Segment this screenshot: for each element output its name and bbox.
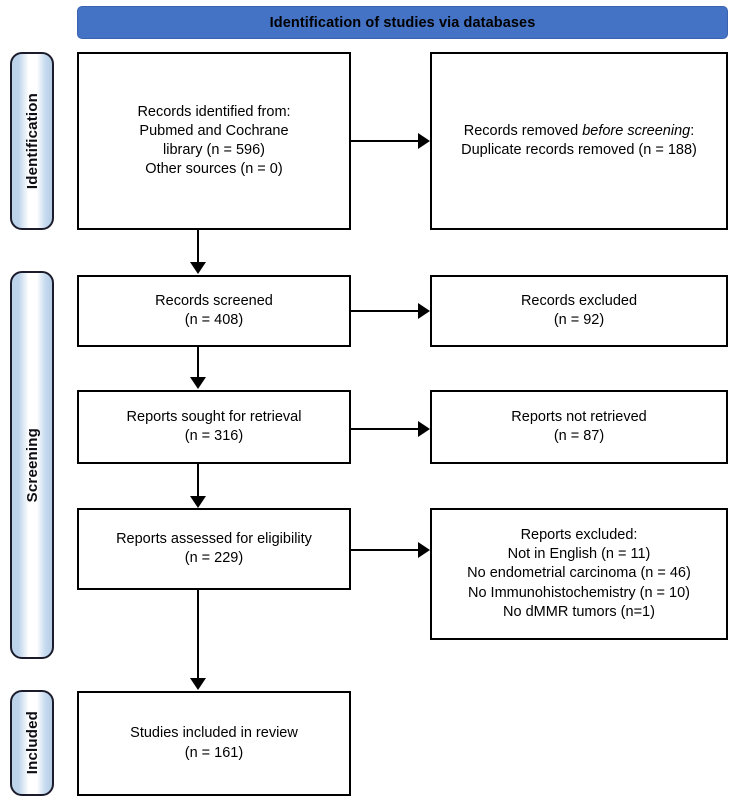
box-reports-excluded: Reports excluded: Not in English (n = 11… [430, 508, 728, 640]
page-title: Identification of studies via databases [77, 6, 728, 39]
box-records-identified: Records identified from: Pubmed and Coch… [77, 52, 351, 230]
reports-excluded-line-4: No Immunohistochemistry (n = 10) [467, 584, 690, 601]
records-screened-line-1: Records screened [155, 292, 273, 309]
connector-assessed-to-excluded-arrow [418, 542, 430, 558]
stage-label-identification-text: Identification [23, 92, 41, 190]
reports-sought-line-1: Reports sought for retrieval [126, 408, 302, 425]
connector-assessed-to-excluded-line [351, 549, 420, 551]
reports-excluded-line-5: No dMMR tumors (n=1) [503, 603, 655, 620]
connector-identified-to-screened-arrow [190, 262, 206, 274]
connector-sought-to-assessed-line [197, 464, 199, 498]
connector-assessed-to-included-arrow [190, 678, 206, 690]
stage-label-identification: Identification [10, 52, 54, 230]
connector-screened-to-excluded-line [351, 310, 420, 312]
box-studies-included-in-review: Studies included in review (n = 161) [77, 691, 351, 796]
connector-sought-to-not-retrieved-line [351, 428, 420, 430]
records-identified-line-4: Other sources (n = 0) [145, 161, 283, 178]
box-records-screened: Records screened (n = 408) [77, 275, 351, 347]
connector-screened-to-excluded-arrow [418, 303, 430, 319]
reports-excluded-line-2: Not in English (n = 11) [507, 546, 651, 563]
connector-assessed-to-included-line [197, 590, 199, 679]
records-identified-line-3: library (n = 596) [163, 142, 265, 158]
records-excluded-line-2: (n = 92) [553, 312, 605, 328]
reports-assessed-line-2: (n = 229) [184, 550, 244, 566]
reports-excluded-line-3: No endometrial carcinoma (n = 46) [467, 565, 691, 582]
records-removed-prefix: Records removed [463, 122, 583, 139]
reports-sought-line-2: (n = 316) [184, 428, 244, 444]
connector-sought-to-not-retrieved-arrow [418, 421, 430, 437]
reports-not-retrieved-line-2: (n = 87) [553, 428, 605, 444]
box-records-excluded: Records excluded (n = 92) [430, 275, 728, 347]
records-removed-line-1: Records removed before screening: [438, 122, 720, 141]
records-identified-line-2: Pubmed and Cochrane [139, 122, 289, 139]
connector-identified-to-removed-arrow [418, 133, 430, 149]
stage-label-screening: Screening [10, 271, 54, 659]
records-removed-colon: : [690, 122, 695, 139]
stage-label-screening-text: Screening [23, 427, 41, 503]
connector-sought-to-assessed-arrow [190, 496, 206, 508]
stage-label-included: Included [10, 690, 54, 796]
records-screened-line-2: (n = 408) [184, 312, 244, 328]
box-reports-not-retrieved: Reports not retrieved (n = 87) [430, 390, 728, 464]
box-reports-sought-for-retrieval: Reports sought for retrieval (n = 316) [77, 390, 351, 464]
records-removed-line-2: Duplicate records removed (n = 188) [461, 142, 697, 158]
studies-included-line-1: Studies included in review [130, 725, 298, 742]
stage-label-included-text: Included [23, 711, 41, 775]
reports-excluded-line-1: Reports excluded: [520, 527, 638, 544]
records-excluded-line-1: Records excluded [520, 292, 638, 309]
connector-screened-to-sought-line [197, 347, 199, 378]
records-identified-line-1: Records identified from: [137, 103, 291, 120]
box-reports-assessed-for-eligibility: Reports assessed for eligibility (n = 22… [77, 508, 351, 590]
connector-identified-to-removed-line [351, 140, 420, 142]
box-records-removed-before-screening: Records removed before screening: Duplic… [430, 52, 728, 230]
reports-assessed-line-1: Reports assessed for eligibility [116, 530, 312, 547]
studies-included-line-2: (n = 161) [184, 744, 244, 761]
connector-identified-to-screened-line [197, 230, 199, 264]
records-removed-emphasis: before screening [582, 122, 691, 139]
connector-screened-to-sought-arrow [190, 377, 206, 389]
reports-not-retrieved-line-1: Reports not retrieved [511, 408, 647, 425]
